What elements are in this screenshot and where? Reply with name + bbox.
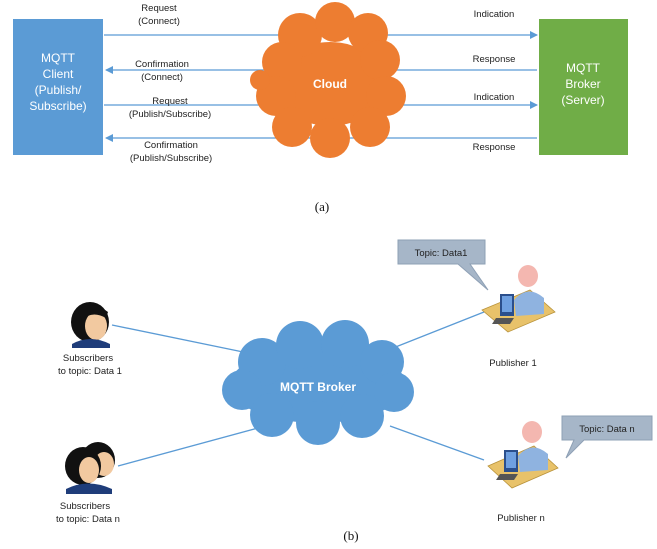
label-request-connect-2: (Connect) [138,16,180,27]
mqtt-broker-cloud [222,320,414,445]
label-confirmation-publish-2: (Publish/Subscribe) [130,153,212,164]
label-indication-2: Indication [474,92,515,103]
publisher-n-icon [487,421,559,489]
publisher-n-topic: Topic: Data n [579,424,634,435]
label-confirmation-connect-1: Confirmation [135,59,189,70]
part-a: MQTT Client (Publish/ Subscribe) MQTT Br… [13,2,628,214]
publisher-1-label: Publisher 1 [489,358,537,369]
publisher-1-topic-callout [397,239,489,291]
subscriber-1-icon [71,302,110,348]
publisher-n-label: Publisher n [497,513,545,524]
label-request-publish-1: Request [152,96,188,107]
publisher-1-topic: Topic: Data1 [415,248,468,259]
label-request-connect-1: Request [141,3,177,14]
subscriber-1-line-2: to topic: Data 1 [58,366,122,377]
label-confirmation-publish-1: Confirmation [144,140,198,151]
subscriber-n-line-2: to topic: Data n [56,514,120,525]
cloud-shape [250,2,406,158]
label-request-publish-2: (Publish/Subscribe) [129,109,211,120]
mqtt-broker-box [539,19,628,155]
link-publisher-n [389,425,485,461]
label-confirmation-connect-2: (Connect) [141,72,183,83]
broker-cloud-label: MQTT Broker [280,380,356,394]
broker-line-3: (Server) [561,93,604,107]
label-indication-1: Indication [474,9,515,20]
client-line-3: (Publish/ [35,83,82,97]
client-line-2: Client [43,67,74,81]
client-line-1: MQTT [41,51,76,65]
label-response-1: Response [473,54,516,65]
broker-line-2: Broker [565,77,600,91]
broker-line-1: MQTT [566,61,601,75]
cloud-label: Cloud [313,77,347,91]
caption-b: (b) [343,528,358,543]
subscriber-n-line-1: Subscribers [60,501,110,512]
label-response-2: Response [473,142,516,153]
part-b: MQTT Broker Subscribers to topic: Data 1… [56,239,653,543]
link-publisher-1 [387,311,485,351]
publisher-1-icon [481,265,556,333]
link-subscriber-1 [111,324,249,354]
client-line-4: Subscribe) [29,99,86,113]
subscriber-n-icon [65,442,115,494]
mqtt-client-box [13,19,103,155]
link-subscriber-n [117,427,259,467]
caption-a: (a) [315,199,329,214]
publisher-n-topic-callout [561,415,653,459]
subscriber-1-line-1: Subscribers [63,353,113,364]
